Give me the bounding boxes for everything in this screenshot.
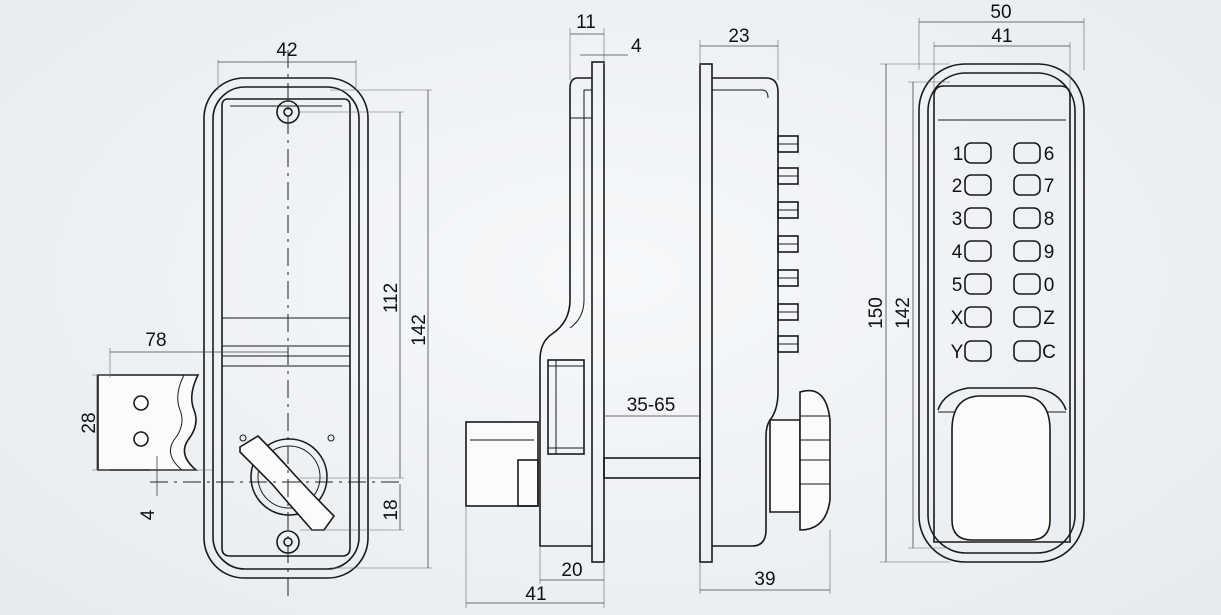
front-bottom-offset-label: 18 bbox=[381, 499, 402, 520]
key-label-0: 0 bbox=[1044, 275, 1055, 296]
keypad-height-outer-label: 150 bbox=[866, 297, 887, 329]
back-depth-label: 23 bbox=[728, 26, 749, 47]
side-total-depth-label: 41 bbox=[525, 584, 546, 605]
front-latch-length-label: 78 bbox=[145, 330, 166, 351]
key-label-y: Y bbox=[951, 342, 964, 363]
key-label-8: 8 bbox=[1044, 209, 1055, 230]
key-label-c: C bbox=[1042, 342, 1056, 363]
front-screw-span-label: 112 bbox=[381, 283, 402, 313]
door-thickness: 35-65 bbox=[604, 395, 700, 417]
key-label-6: 6 bbox=[1044, 144, 1055, 165]
keypad-view: 1 2 3 4 5 X Y 6 7 8 9 0 Z C 50 41 bbox=[866, 2, 1085, 563]
key-label-5: 5 bbox=[952, 275, 963, 296]
key-label-4: 4 bbox=[952, 242, 963, 263]
back-total-depth-label: 39 bbox=[754, 569, 775, 590]
side-buttons bbox=[777, 135, 799, 353]
front-view: 42 142 112 18 78 28 4 bbox=[79, 40, 432, 602]
keypad-height-inner-label: 142 bbox=[893, 297, 914, 329]
side-plate-label: 11 bbox=[576, 12, 596, 33]
front-width-label: 42 bbox=[276, 40, 297, 61]
front-length-label: 142 bbox=[409, 314, 430, 346]
keypad-width-outer-label: 50 bbox=[990, 2, 1011, 23]
key-label-2: 2 bbox=[952, 176, 963, 197]
key-label-3: 3 bbox=[952, 209, 963, 230]
side-face-label: 4 bbox=[631, 36, 642, 57]
front-latch-offset-label: 4 bbox=[138, 509, 159, 520]
key-label-1: 1 bbox=[953, 144, 964, 165]
front-latch-height-label: 28 bbox=[79, 412, 100, 433]
key-label-7: 7 bbox=[1044, 176, 1055, 197]
side-depth-label: 20 bbox=[561, 560, 582, 581]
door-thickness-label: 35-65 bbox=[627, 395, 676, 416]
keypad-width-inner-label: 41 bbox=[991, 26, 1012, 47]
keypad-keys: 1 2 3 4 5 X Y 6 7 8 9 0 Z C bbox=[951, 142, 1056, 363]
key-label-x: X bbox=[951, 308, 964, 329]
key-label-z: Z bbox=[1043, 308, 1055, 329]
side-view: 11 4 20 41 bbox=[465, 12, 701, 608]
back-view: 23 39 bbox=[699, 26, 831, 594]
key-label-9: 9 bbox=[1044, 242, 1055, 263]
